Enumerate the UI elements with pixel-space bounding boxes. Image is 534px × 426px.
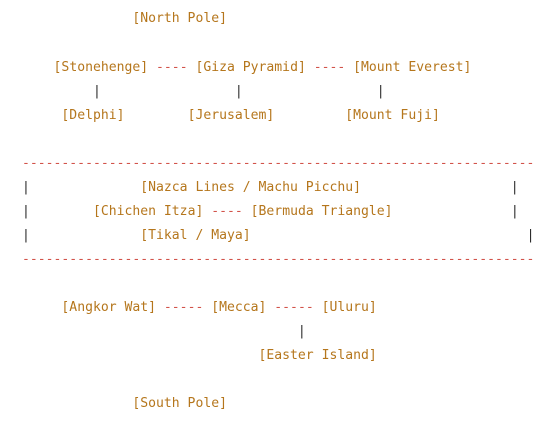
node-jerusalem: [Jerusalem] — [187, 108, 275, 123]
box-row-nazca: | [Nazca Lines / Machu Picchu] | — [22, 176, 519, 200]
node-uluru: [Uluru] — [321, 300, 377, 315]
vertical-link: | — [376, 84, 385, 99]
node-north-pole: [North Pole] — [132, 11, 227, 26]
row-easter-island: [Easter Island] — [22, 344, 377, 368]
box-side: | — [22, 228, 30, 243]
box-bottom-border: ----------------------------------------… — [22, 252, 534, 267]
row-south-pole: [South Pole] — [22, 392, 227, 416]
node-chichen-itza: [Chichen Itza] — [92, 204, 204, 219]
vertical-link: | — [297, 324, 306, 339]
row-vertical-links-north: | | | — [22, 80, 385, 104]
node-easter-island: [Easter Island] — [258, 348, 377, 363]
row-secondary-sites: [Delphi] [Jerusalem] [Mount Fuji] — [22, 104, 440, 128]
connector: ---- — [305, 60, 354, 75]
row-north-pole: [North Pole] — [22, 7, 227, 31]
node-tikal-maya: [Tikal / Maya] — [140, 228, 251, 243]
connector: ---- — [203, 204, 251, 219]
node-mecca: [Mecca] — [211, 300, 267, 315]
node-stonehenge: [Stonehenge] — [53, 60, 149, 75]
node-bermuda-triangle: [Bermuda Triangle] — [250, 204, 393, 219]
box-side: | — [22, 204, 30, 219]
node-giza-pyramid: [Giza Pyramid] — [195, 60, 306, 75]
row-southern-sites: [Angkor Wat] ----- [Mecca] ----- [Uluru] — [22, 296, 377, 320]
row-vertical-link-south: | — [22, 320, 306, 344]
box-side: | — [22, 180, 30, 195]
box-row-bermuda: | [Chichen Itza] ---- [Bermuda Triangle]… — [22, 200, 519, 224]
box-row-tikal: | [Tikal / Maya] | — [22, 224, 534, 248]
box-side: | — [526, 228, 534, 243]
node-angkor-wat: [Angkor Wat] — [61, 300, 157, 315]
node-mount-everest: [Mount Everest] — [353, 60, 472, 75]
box-side: | — [510, 180, 519, 195]
box-top-border: ----------------------------------------… — [22, 156, 534, 171]
vertical-link: | — [234, 84, 243, 99]
box-side: | — [510, 204, 519, 219]
node-south-pole: [South Pole] — [132, 396, 227, 411]
connector: ----- — [266, 300, 322, 315]
row-northern-sites: [Stonehenge] ---- [Giza Pyramid] ---- [M… — [22, 56, 472, 80]
connector: ---- — [148, 60, 196, 75]
node-mount-fuji: [Mount Fuji] — [345, 108, 440, 123]
connector: ----- — [156, 300, 212, 315]
vertical-link: | — [92, 84, 101, 99]
node-nazca-machu-picchu: [Nazca Lines / Machu Picchu] — [140, 180, 361, 195]
node-delphi: [Delphi] — [61, 108, 125, 123]
